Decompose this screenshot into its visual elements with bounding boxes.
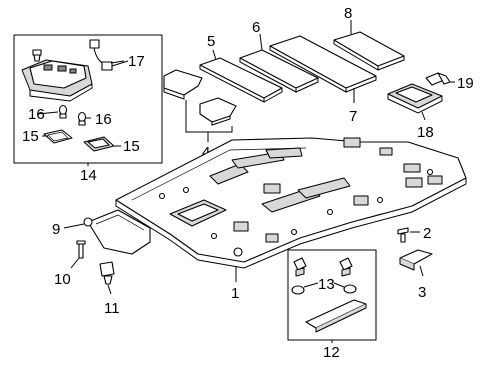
callout-17: 17: [128, 53, 145, 70]
lens-part-15a: [43, 129, 73, 144]
pad-part-5: [199, 57, 283, 103]
bracket-part-3: [399, 249, 433, 271]
overhead-console-part: [21, 59, 93, 102]
pad-part-7: [269, 35, 377, 93]
grip-cover-left: [291, 285, 305, 295]
dome-lamp-part-18: [387, 83, 443, 114]
callout-16-right: 16: [95, 111, 112, 128]
callout-5: 5: [207, 33, 215, 50]
grip-12-group: 13: [287, 249, 377, 341]
callout-4: 4: [202, 144, 210, 161]
callout-8: 8: [344, 5, 352, 22]
grip-cover-right: [343, 284, 357, 294]
bulb-part-19: [425, 72, 451, 86]
callout-15-left: 15: [22, 128, 39, 145]
pad-part-6: [239, 49, 319, 93]
headliner-part-1: [115, 137, 467, 269]
lens-part-15b: [83, 136, 115, 152]
callout-6: 6: [252, 19, 260, 36]
clip-part: [32, 49, 42, 62]
bulb-part-16a: [58, 104, 68, 119]
headliner-ribs-left: [209, 147, 303, 185]
callout-14: 14: [80, 167, 97, 184]
callout-12: 12: [323, 344, 340, 360]
assist-grip-part: [305, 299, 367, 333]
callout-2: 2: [423, 225, 431, 242]
connector-part-17: [89, 39, 129, 71]
callout-7: 7: [349, 108, 357, 125]
callout-18: 18: [417, 124, 434, 141]
callout-10: 10: [54, 271, 71, 288]
visor-clip-part-11: [99, 261, 115, 285]
screw-part-10: [76, 240, 86, 259]
grip-clip-right: [339, 257, 353, 277]
callout-1: 1: [231, 285, 239, 302]
screw-part-2: [397, 227, 409, 243]
callout-11: 11: [104, 300, 120, 317]
pad-part-4b: [199, 97, 237, 126]
headliner-ribs-right: [261, 177, 351, 213]
grip-clip-left: [293, 257, 307, 277]
pad-part-8: [333, 31, 405, 71]
bulb-part-16b: [77, 111, 87, 126]
callout-13: 13: [318, 276, 335, 293]
callout-15-right: 15: [123, 138, 140, 155]
callout-19: 19: [457, 75, 474, 92]
kit-14-group: 17 16 16 15 15 14: [13, 34, 163, 184]
pad-part-4a: [163, 69, 203, 100]
callout-3: 3: [418, 284, 426, 301]
callout-16-left: 16: [28, 106, 45, 123]
sun-visor-part: [83, 209, 151, 255]
callout-9: 9: [52, 221, 60, 238]
